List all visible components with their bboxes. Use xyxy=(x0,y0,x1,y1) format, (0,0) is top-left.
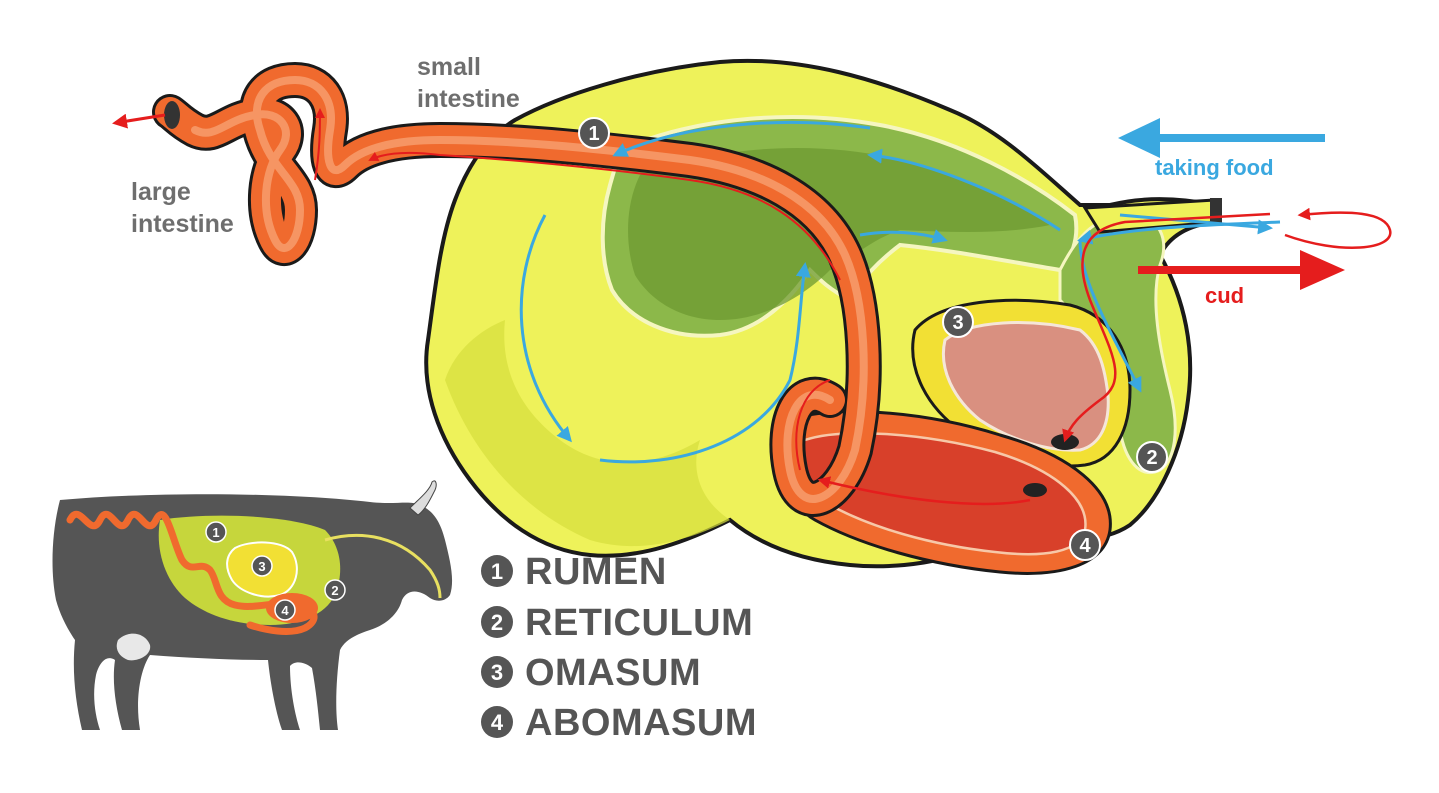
svg-text:4: 4 xyxy=(491,710,504,735)
badge-rumen: 1 xyxy=(578,117,610,149)
cow-udder xyxy=(116,633,151,661)
cud-arrow-intestine-2 xyxy=(314,108,325,181)
food-arrow-rumen-bottom xyxy=(599,262,811,464)
svg-text:2: 2 xyxy=(491,610,503,635)
cud-arrow-abomasum xyxy=(817,476,1031,506)
omasum xyxy=(911,298,1132,468)
small-intestine-label-line1: small xyxy=(417,53,481,81)
cud-arrow-loop xyxy=(1284,207,1392,249)
food-arrow-reticulum xyxy=(1078,239,1142,393)
rumen xyxy=(424,58,1217,569)
cow-horn xyxy=(409,480,437,516)
food-arrow-esophagus-in xyxy=(1119,213,1273,235)
small-intestine-highlight xyxy=(191,76,868,503)
intestines xyxy=(152,62,882,517)
svg-text:2: 2 xyxy=(1146,447,1157,469)
large-intestine-label-line2: intestine xyxy=(131,210,234,238)
taking-food-arrowhead xyxy=(1118,118,1160,158)
cud-arrowhead xyxy=(1300,250,1345,290)
cud-label: cud xyxy=(1205,283,1244,308)
svg-text:OMASUM: OMASUM xyxy=(525,652,701,694)
cow-badge-2: 2 xyxy=(324,579,346,601)
taking-food-label: taking food xyxy=(1155,155,1274,180)
food-arrow-rumen-mid xyxy=(859,229,948,244)
cow-badge-3: 3 xyxy=(251,555,273,577)
legend-item-abomasum: 4 ABOMASUM xyxy=(481,702,757,744)
legend: 1 RUMEN 2 RETICULUM 3 OMASUM 4 ABOMASUM xyxy=(481,551,757,744)
large-intestine-opening xyxy=(164,101,180,129)
abomasum-opening xyxy=(1023,483,1047,497)
cud-arrow-esophagus xyxy=(1062,212,1271,443)
legend-item-reticulum: 2 RETICULUM xyxy=(481,602,753,644)
food-arrow-rumen-back xyxy=(612,120,871,157)
taking-food-indicator: taking food xyxy=(1118,118,1325,180)
legend-item-omasum: 3 OMASUM xyxy=(481,652,701,694)
svg-text:3: 3 xyxy=(491,660,503,685)
omasum-inner xyxy=(942,321,1110,452)
cud-arrow-duodenum xyxy=(795,379,831,471)
cow-illustration: 1 2 3 4 xyxy=(52,480,453,730)
svg-text:ABOMASUM: ABOMASUM xyxy=(525,702,757,744)
svg-text:1: 1 xyxy=(588,123,599,145)
badge-reticulum: 2 xyxy=(1136,441,1168,473)
svg-text:1: 1 xyxy=(491,559,503,584)
food-flow-arrows xyxy=(519,120,1281,464)
cud-arrow-exit xyxy=(112,113,166,129)
svg-text:1: 1 xyxy=(212,525,219,540)
small-intestine-label-line2: intestine xyxy=(417,85,520,113)
cud-flow-arrows xyxy=(112,108,1392,506)
cow-badge-4: 4 xyxy=(274,599,296,621)
esophagus-end xyxy=(1210,198,1222,224)
svg-text:3: 3 xyxy=(258,559,265,574)
svg-text:4: 4 xyxy=(1079,535,1091,557)
legend-item-rumen: 1 RUMEN xyxy=(481,551,667,593)
svg-text:4: 4 xyxy=(281,603,289,618)
svg-text:3: 3 xyxy=(952,312,963,334)
cud-indicator: cud xyxy=(1138,250,1345,308)
badge-omasum: 3 xyxy=(942,306,974,338)
badge-abomasum: 4 xyxy=(1069,529,1101,561)
cow-badge-1: 1 xyxy=(205,521,227,543)
food-arrow-rumen-top xyxy=(867,148,1061,232)
svg-text:RETICULUM: RETICULUM xyxy=(525,602,753,644)
rumen-shading xyxy=(445,320,730,547)
svg-text:RUMEN: RUMEN xyxy=(525,551,667,593)
svg-text:2: 2 xyxy=(331,583,338,598)
large-intestine-label-line1: large xyxy=(131,178,191,206)
food-arrow-rumen-down xyxy=(519,214,572,443)
cud-arrow-intestine-1 xyxy=(368,151,841,281)
food-arrow-esophagus xyxy=(1077,220,1281,245)
cow-esophagus xyxy=(324,534,442,599)
